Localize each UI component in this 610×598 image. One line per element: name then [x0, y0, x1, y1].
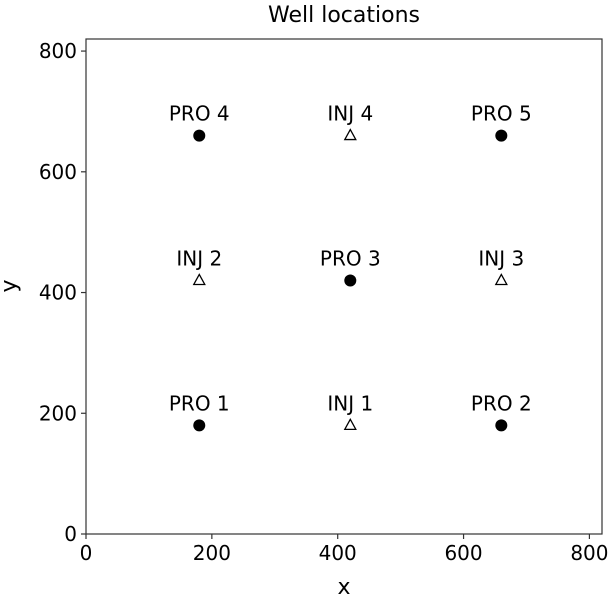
injector-well-marker [343, 417, 357, 430]
x-tick-label: 800 [570, 541, 608, 565]
y-tick-label: 800 [39, 39, 77, 63]
x-axis-label: x [337, 575, 350, 598]
well-label: INJ 4 [327, 102, 373, 126]
chart-title: Well locations [268, 3, 420, 28]
producer-well-marker [344, 274, 357, 287]
well-label: INJ 3 [478, 246, 524, 270]
x-tick-label: 0 [80, 541, 93, 565]
injector-well-marker [494, 273, 508, 286]
well-label: PRO 3 [320, 246, 381, 270]
injector-well-marker [192, 273, 206, 286]
y-tick-label: 0 [64, 522, 77, 546]
y-axis-label: y [0, 279, 22, 292]
x-tick-label: 400 [319, 541, 357, 565]
y-tick-label: 400 [39, 281, 77, 305]
injector-well-marker [343, 128, 357, 141]
producer-well-marker [193, 419, 206, 432]
x-tick-label: 200 [193, 541, 231, 565]
y-tick-label: 600 [39, 160, 77, 184]
well-label: INJ 2 [176, 246, 222, 270]
producer-well-marker [495, 419, 508, 432]
well-label: INJ 1 [327, 391, 373, 415]
well-label: PRO 5 [471, 102, 532, 126]
plot-area [85, 38, 603, 535]
producer-well-marker [193, 129, 206, 142]
well-label: PRO 1 [169, 391, 230, 415]
well-label: PRO 4 [169, 102, 230, 126]
y-tick-label: 200 [39, 401, 77, 425]
well-label: PRO 2 [471, 391, 532, 415]
x-tick-label: 600 [444, 541, 482, 565]
producer-well-marker [495, 129, 508, 142]
